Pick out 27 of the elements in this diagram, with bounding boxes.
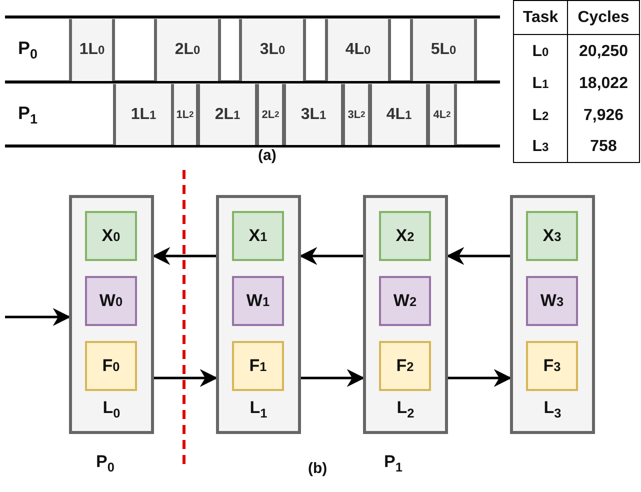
- table-cell: 758: [567, 131, 640, 163]
- layer-box: [510, 195, 595, 434]
- caption: (a): [258, 147, 276, 164]
- layer-box: [216, 195, 301, 434]
- arrow: [446, 247, 510, 265]
- table-cell: Cycles: [567, 0, 640, 35]
- processor-label: P$_{0}$: [18, 38, 38, 62]
- layer-box: [69, 195, 154, 434]
- arrow: [301, 369, 365, 387]
- layer-label: L$_{2}$: [396, 398, 416, 420]
- table-cell: 7,926: [567, 100, 640, 131]
- table-cell: 18,022: [567, 68, 640, 100]
- table-cell: 20,250: [567, 35, 640, 68]
- layer-box: [363, 195, 448, 434]
- arrow: [448, 369, 512, 387]
- arrow: [154, 369, 218, 387]
- arrow: [152, 247, 216, 265]
- processor-label: P$_{0}$: [96, 452, 114, 474]
- layer-label: L$_{1}$: [248, 398, 268, 420]
- arrow: [299, 247, 363, 265]
- processor-label: P$_{1}$: [384, 452, 402, 474]
- table-cell: Task: [513, 0, 567, 35]
- processor-label: P$_{1}$: [18, 103, 38, 127]
- layer-label: L$_{3}$: [542, 398, 562, 420]
- caption: (b): [308, 460, 328, 477]
- arrow: [5, 308, 71, 326]
- layer-label: L$_{0}$: [102, 398, 122, 420]
